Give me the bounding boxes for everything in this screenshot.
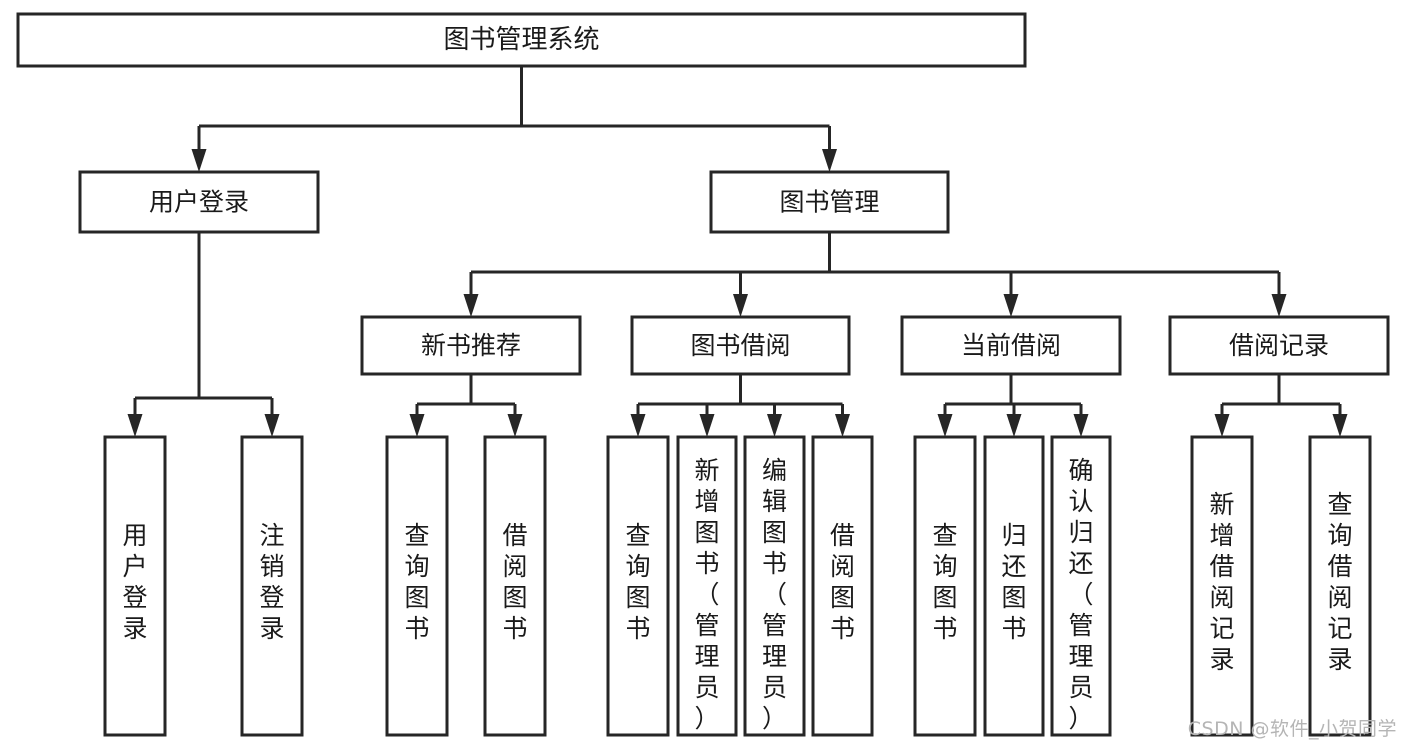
node-label-book-manage: 图书管理 (779, 188, 879, 217)
node-box-leaf-user-logout[interactable] (240, 435, 304, 737)
node-label-borrow-record: 借阅记录 (1229, 331, 1329, 360)
node-box-leaf-record-query[interactable] (1308, 435, 1372, 737)
arrow-head-icon (733, 294, 748, 317)
node-box-leaf-borrow-add[interactable] (676, 435, 738, 737)
node-box-new-book-rec[interactable] (360, 315, 582, 376)
arrow-head-icon (264, 414, 280, 437)
node-leaf-user-login[interactable]: 用户登录 (103, 435, 167, 737)
arrow-head-icon (409, 414, 425, 437)
node-label-leaf-rec-borrow: 借阅图书 (502, 521, 527, 643)
edge-group-book-borrow (630, 374, 850, 437)
arrow-head-icon (1332, 414, 1348, 437)
node-leaf-rec-borrow[interactable]: 借阅图书 (483, 435, 547, 737)
node-label-leaf-borrow-lend: 借阅图书 (830, 521, 855, 643)
node-label-leaf-rec-query: 查询图书 (404, 521, 429, 643)
node-leaf-current-confirm[interactable]: 确认归还（管理员） (1050, 435, 1112, 737)
node-box-leaf-current-confirm[interactable] (1050, 435, 1112, 737)
node-current-borrow[interactable]: 当前借阅 (900, 315, 1122, 376)
arrow-head-icon (1271, 294, 1287, 317)
node-label-leaf-record-query: 查询借阅记录 (1327, 490, 1352, 674)
arrow-head-icon (767, 414, 782, 437)
node-box-leaf-record-add[interactable] (1190, 435, 1254, 737)
node-leaf-borrow-edit[interactable]: 编辑图书（管理员） (743, 435, 806, 737)
node-borrow-record[interactable]: 借阅记录 (1168, 315, 1390, 376)
node-new-book-rec[interactable]: 新书推荐 (360, 315, 582, 376)
csdn-watermark: CSDN @软件_小贺同学 (1187, 718, 1397, 740)
arrow-head-icon (1003, 294, 1019, 317)
node-label-new-book-rec: 新书推荐 (421, 331, 521, 360)
node-label-leaf-borrow-query: 查询图书 (625, 521, 650, 643)
node-leaf-current-return[interactable]: 归还图书 (983, 435, 1045, 737)
arrow-head-icon (835, 414, 850, 437)
node-box-borrow-record[interactable] (1168, 315, 1390, 376)
arrow-head-icon (1214, 414, 1230, 437)
arrow-head-icon (699, 414, 715, 437)
arrow-head-icon (127, 414, 143, 437)
node-label-leaf-user-login: 用户登录 (122, 521, 147, 643)
edge-group-root (191, 66, 837, 172)
node-box-root[interactable] (16, 12, 1027, 68)
node-box-book-borrow[interactable] (630, 315, 851, 376)
node-label-root: 图书管理系统 (443, 25, 599, 55)
arrow-head-icon (1006, 414, 1022, 437)
arrow-head-icon (507, 414, 523, 437)
arrow-head-icon (937, 414, 953, 437)
node-box-current-borrow[interactable] (900, 315, 1122, 376)
arrow-head-icon (1073, 414, 1089, 437)
node-box-leaf-borrow-lend[interactable] (811, 435, 874, 737)
node-box-leaf-current-return[interactable] (983, 435, 1045, 737)
nodes-layer: 图书管理系统用户登录图书管理新书推荐图书借阅当前借阅借阅记录用户登录注销登录查询… (16, 12, 1390, 737)
edge-group-book-manage (463, 232, 1287, 317)
edge-group-new-book-rec (409, 374, 523, 437)
node-box-user-login[interactable] (78, 170, 320, 234)
edges-layer (127, 66, 1348, 437)
node-book-borrow[interactable]: 图书借阅 (630, 315, 851, 376)
node-box-leaf-current-query[interactable] (913, 435, 977, 737)
node-box-leaf-rec-query[interactable] (385, 435, 449, 737)
node-leaf-user-logout[interactable]: 注销登录 (240, 435, 304, 737)
node-book-manage[interactable]: 图书管理 (709, 170, 950, 234)
edge-group-current-borrow (937, 374, 1089, 437)
node-box-leaf-borrow-query[interactable] (606, 435, 670, 737)
node-root[interactable]: 图书管理系统 (16, 12, 1027, 68)
node-leaf-current-query[interactable]: 查询图书 (913, 435, 977, 737)
node-leaf-record-query[interactable]: 查询借阅记录 (1308, 435, 1372, 737)
node-label-leaf-borrow-edit: 编辑图书（管理员） (762, 456, 787, 733)
node-box-leaf-borrow-edit[interactable] (743, 435, 806, 737)
arrow-head-icon (630, 414, 646, 437)
node-leaf-record-add[interactable]: 新增借阅记录 (1190, 435, 1254, 737)
node-label-leaf-record-add: 新增借阅记录 (1209, 490, 1234, 674)
arrow-head-icon (463, 294, 479, 317)
node-leaf-rec-query[interactable]: 查询图书 (385, 435, 449, 737)
node-label-user-login: 用户登录 (149, 188, 249, 217)
node-label-leaf-current-query: 查询图书 (932, 521, 957, 643)
node-leaf-borrow-query[interactable]: 查询图书 (606, 435, 670, 737)
edge-group-user-login (127, 232, 280, 437)
arrow-head-icon (191, 149, 207, 172)
node-label-current-borrow: 当前借阅 (961, 331, 1061, 360)
arrow-head-icon (822, 149, 837, 172)
edge-group-borrow-record (1214, 374, 1348, 437)
node-leaf-borrow-lend[interactable]: 借阅图书 (811, 435, 874, 737)
node-label-book-borrow: 图书借阅 (690, 331, 790, 360)
node-box-leaf-rec-borrow[interactable] (483, 435, 547, 737)
node-box-book-manage[interactable] (709, 170, 950, 234)
node-user-login[interactable]: 用户登录 (78, 170, 320, 234)
node-label-leaf-borrow-add: 新增图书（管理员） (694, 456, 719, 733)
node-box-leaf-user-login[interactable] (103, 435, 167, 737)
node-leaf-borrow-add[interactable]: 新增图书（管理员） (676, 435, 738, 737)
node-label-leaf-current-confirm: 确认归还（管理员） (1068, 456, 1093, 733)
node-label-leaf-user-logout: 注销登录 (259, 521, 284, 643)
node-label-leaf-current-return: 归还图书 (1001, 521, 1026, 643)
